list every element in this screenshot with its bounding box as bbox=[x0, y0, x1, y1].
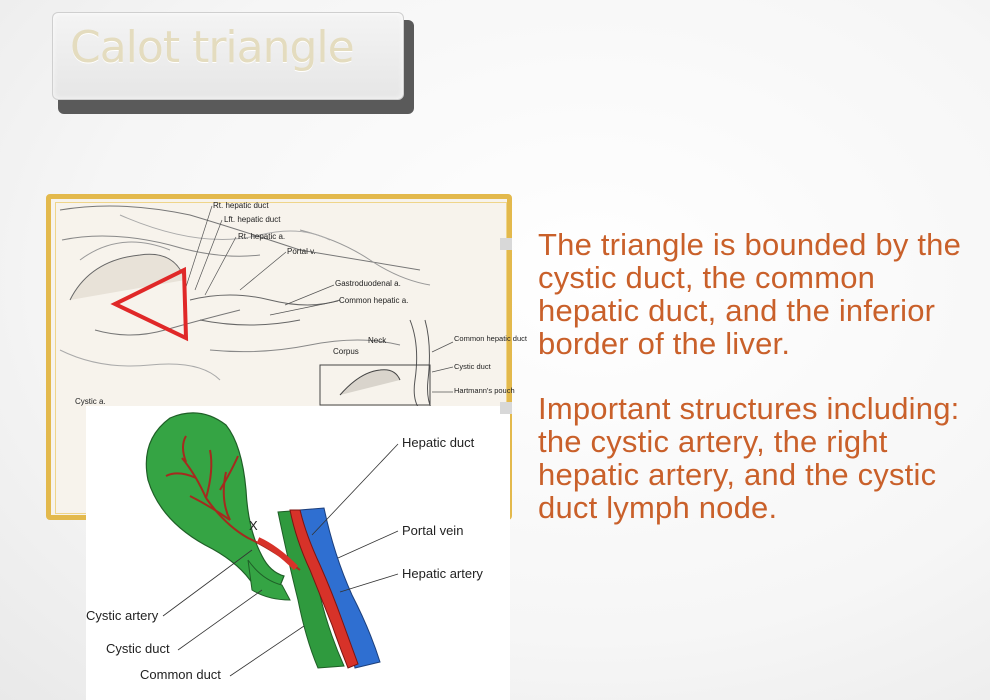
bullet-marker bbox=[500, 402, 512, 414]
calot-triangle-marker bbox=[110, 266, 189, 342]
upper-label-portal-v: Portal v. bbox=[287, 247, 316, 256]
upper-label-gastroduodenal-a: Gastroduodenal a. bbox=[335, 279, 401, 288]
upper-label-corpus: Corpus bbox=[333, 347, 359, 356]
bullet-item: Important structures including: the cyst… bbox=[500, 392, 980, 524]
upper-label-cystic-a: Cystic a. bbox=[75, 397, 106, 406]
bullet-list: The triangle is bounded by the cystic du… bbox=[500, 228, 980, 556]
label-hepatic-duct: Hepatic duct bbox=[402, 435, 475, 450]
upper-label-hartmanns-pouch: Hartmann's pouch bbox=[454, 386, 515, 395]
label-hepatic-artery: Hepatic artery bbox=[402, 566, 483, 581]
bullet-text: Important structures including: the cyst… bbox=[538, 391, 960, 525]
label-portal-vein: Portal vein bbox=[402, 523, 463, 538]
bullet-marker bbox=[500, 238, 512, 250]
slide-title: Calot triangle bbox=[70, 22, 355, 73]
upper-label-lft-hepatic-duct: Lft. hepatic duct bbox=[224, 215, 281, 224]
upper-label-rt-hepatic-duct: Rt. hepatic duct bbox=[213, 201, 269, 210]
bullet-text: The triangle is bounded by the cystic du… bbox=[538, 227, 962, 361]
lower-leader-lines bbox=[162, 443, 399, 677]
bullet-item: The triangle is bounded by the cystic du… bbox=[500, 228, 980, 360]
upper-leader-lines bbox=[184, 205, 454, 393]
upper-anatomy-sketch bbox=[59, 205, 433, 411]
label-cystic-duct: Cystic duct bbox=[106, 641, 170, 656]
upper-label-cystic-duct: Cystic duct bbox=[454, 362, 492, 371]
duct-system bbox=[145, 412, 381, 669]
upper-label-common-hepatic-a: Common hepatic a. bbox=[339, 296, 408, 305]
upper-label-rt-hepatic-a: Rt. hepatic a. bbox=[238, 232, 285, 241]
upper-label-common-hepatic-duct: Common hepatic duct bbox=[454, 334, 528, 343]
label-common-duct: Common duct bbox=[140, 667, 221, 682]
label-cystic-artery: Cystic artery bbox=[86, 608, 159, 623]
title-box bbox=[52, 12, 404, 100]
upper-label-neck: Neck bbox=[368, 336, 387, 345]
x-mark: X bbox=[249, 518, 258, 533]
